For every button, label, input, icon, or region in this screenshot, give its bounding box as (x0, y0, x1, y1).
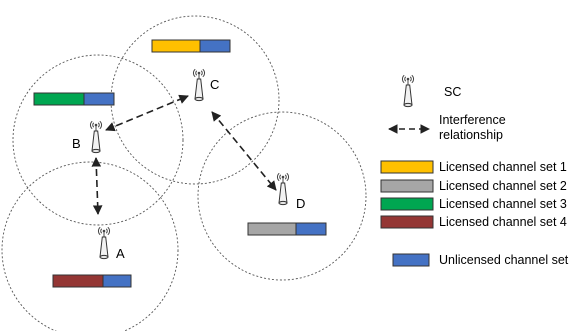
node-b: B (33, 92, 115, 154)
antenna-icon (89, 120, 103, 154)
legend-swatch-licensed-3 (380, 197, 434, 211)
legend-label-licensed-4: Licensed channel set 4 (439, 215, 567, 229)
legend-sc-label: SC (444, 85, 461, 99)
channel-bar-c-unlicensed (199, 39, 231, 53)
legend-interference-line2: relationship (439, 128, 503, 142)
node-label-d: D (296, 196, 305, 211)
antenna-icon (192, 68, 206, 102)
interference-arrow-c-d (211, 111, 277, 191)
channel-bar-d-licensed (247, 222, 297, 236)
node-c: C (151, 39, 231, 102)
channel-bar-c-licensed (151, 39, 201, 53)
legend-swatch-unlicensed (392, 253, 430, 267)
node-a: A (52, 226, 132, 288)
antenna-icon (276, 172, 290, 206)
channel-bar-a-licensed (52, 274, 104, 288)
antenna-icon (97, 226, 111, 260)
legend-label-licensed-3: Licensed channel set 3 (439, 197, 567, 211)
interference-arrow-b-a (91, 157, 103, 215)
channel-bar-d-unlicensed (295, 222, 327, 236)
node-label-a: A (116, 246, 125, 261)
legend-label-licensed-1: Licensed channel set 1 (439, 160, 567, 174)
channel-bar-b-unlicensed (83, 92, 115, 106)
coverage-circle-a (1, 161, 179, 331)
legend-swatch-licensed-2 (380, 179, 434, 193)
coverage-circle-b (12, 54, 184, 226)
node-d: D (247, 172, 327, 236)
legend: SC Interference relationship Licensed ch… (380, 74, 569, 267)
interference-arrows (91, 94, 277, 215)
coverage-circle-d (197, 111, 367, 281)
coverage-circles (1, 15, 367, 331)
antenna-icon (401, 74, 415, 108)
legend-swatch-licensed-4 (380, 215, 434, 229)
node-label-b: B (72, 136, 81, 151)
legend-label-unlicensed: Unlicensed channel set (439, 253, 569, 267)
coverage-circle-c (110, 15, 280, 185)
legend-interference-line1: Interference (439, 113, 506, 127)
channel-bar-b-licensed (33, 92, 85, 106)
node-label-c: C (210, 77, 219, 92)
legend-label-licensed-2: Licensed channel set 2 (439, 179, 567, 193)
interference-arrow-b-c (105, 94, 189, 132)
channel-bar-a-unlicensed (102, 274, 132, 288)
legend-swatch-licensed-1 (380, 160, 434, 174)
legend-interference-label: Interference relationship (439, 113, 509, 142)
